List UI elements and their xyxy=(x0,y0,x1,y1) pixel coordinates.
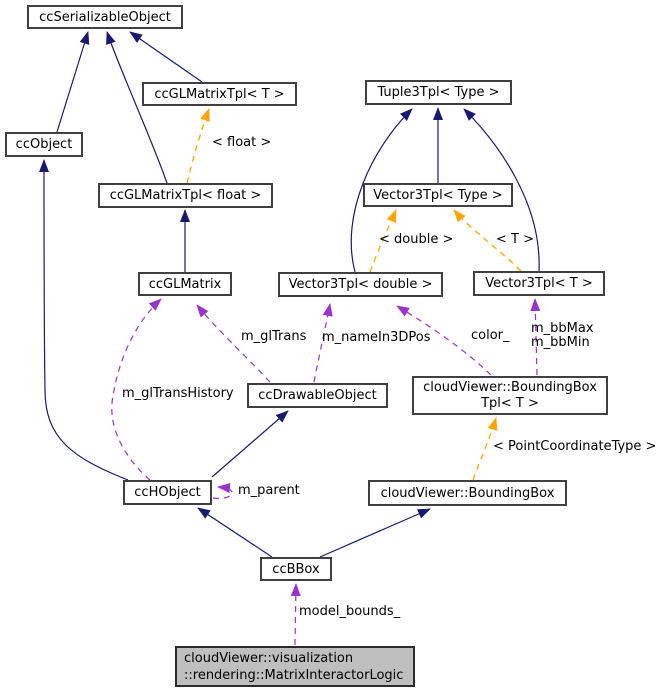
edge-inheritance-ccobject-to-ccserializableobject xyxy=(56,31,90,133)
class-node-tuple3tpl-type[interactable]: Tuple3Tpl< Type > xyxy=(365,80,512,105)
class-node-matrixinteractorlogic-focus: cloudViewer::visualization ::rendering::… xyxy=(175,646,415,687)
class-node-cloudviewer-boundingbox[interactable]: cloudViewer::BoundingBox xyxy=(368,480,567,506)
class-node-ccglmatrixtpl-float[interactable]: ccGLMatrixTpl< float > xyxy=(98,183,273,208)
class-node-label: ccGLMatrixTpl< T > xyxy=(154,86,285,102)
class-node-ccobject[interactable]: ccObject xyxy=(5,132,83,157)
edge-inheritance-cchobject-to-ccobject xyxy=(39,159,129,481)
class-node-label: cloudViewer::BoundingBox xyxy=(380,485,555,501)
edge-label-m-parent: m_parent xyxy=(238,483,300,498)
class-node-label: ccBBox xyxy=(272,561,320,577)
class-node-label: Vector3Tpl< Type > xyxy=(373,187,503,203)
class-node-label: ccDrawableObject xyxy=(258,388,377,403)
edge-member-color-boundingboxtpl-to-vector3tpldouble xyxy=(396,305,492,376)
class-node-vector3tpl-double[interactable]: Vector3Tpl< double > xyxy=(278,272,443,297)
class-node-label-line1: cloudViewer::BoundingBox xyxy=(423,379,597,395)
edge-inheritance-vector3tplt-to-tuple3tpltype xyxy=(463,108,540,272)
class-node-ccglmatrixtpl-t[interactable]: ccGLMatrixTpl< T > xyxy=(142,82,297,106)
class-node-label-line1: cloudViewer::visualization xyxy=(184,650,354,666)
class-node-ccserializableobject[interactable]: ccSerializableObject xyxy=(27,5,183,29)
class-node-label: Vector3Tpl< double > xyxy=(288,277,433,292)
class-node-label: Vector3Tpl< T > xyxy=(485,276,593,291)
class-node-ccdrawableobject[interactable]: ccDrawableObject xyxy=(247,383,388,408)
edge-template-cloudviewerboundingbox-to-boundingboxtpl xyxy=(472,417,498,481)
edge-inheritance-ccbbox-to-cchobject xyxy=(197,507,273,558)
class-node-label: ccSerializableObject xyxy=(39,9,171,25)
class-node-label: ccHObject xyxy=(134,485,201,500)
edge-label-m-gltranshistory: m_glTransHistory xyxy=(122,386,234,401)
edge-member-mparent-cchobject-self-loop xyxy=(212,483,233,500)
class-node-vector3tpl-t[interactable]: Vector3Tpl< T > xyxy=(473,271,605,296)
edge-template-vector3tplt-to-vector3tpltype xyxy=(453,209,522,272)
edge-label-pointcoordinatetype-instance: < PointCoordinateType > xyxy=(493,439,657,454)
edge-label-m-bbmax: m_bbMax xyxy=(531,321,594,336)
class-node-label-line2: Tpl< T > xyxy=(481,395,539,411)
class-node-label: Tuple3Tpl< Type > xyxy=(377,85,500,100)
edge-template-ccglmatrixtplfloat-to-ccglmatrixtplt xyxy=(186,108,210,184)
class-node-label: ccGLMatrixTpl< float > xyxy=(109,188,262,203)
edge-member-mbbmax-mbbmin-boundingboxtpl-to-vector3tplt xyxy=(530,298,541,376)
edge-member-modelbounds-matrixinteractorlogic-to-ccbbox xyxy=(290,583,301,646)
edge-label-t-instance: < T > xyxy=(496,232,534,247)
edge-label-model-bounds: model_bounds_ xyxy=(299,604,401,619)
class-node-label-line2: ::rendering::MatrixInteractorLogic xyxy=(184,667,404,683)
class-node-vector3tpl-type[interactable]: Vector3Tpl< Type > xyxy=(363,183,513,207)
edge-inheritance-vector3tpldouble-to-tuple3tpltype xyxy=(350,108,413,273)
edge-inheritance-cchobject-to-ccdrawableobject xyxy=(211,410,289,478)
class-node-ccbbox[interactable]: ccBBox xyxy=(260,557,332,581)
edge-label-m-bbmin: m_bbMin xyxy=(531,335,590,350)
edge-label-m-namein3dpos: m_nameIn3DPos xyxy=(322,330,431,345)
class-node-cchobject[interactable]: ccHObject xyxy=(123,480,212,505)
edge-inheritance-ccglmatrixtplfloat-to-ccserializableobject xyxy=(106,31,168,184)
edge-member-mgltranshistory-cchobject-to-ccglmatrix xyxy=(111,298,162,481)
edge-label-double-instance: < double > xyxy=(379,232,454,247)
edge-inheritance-ccglmatrixtplt-to-ccserializableobject xyxy=(129,31,203,83)
edge-inheritance-ccbbox-to-cloudviewerboundingbox xyxy=(319,508,431,558)
edge-label-float-instance: < float > xyxy=(212,135,272,150)
edge-template-vector3tpldouble-to-vector3tpltype xyxy=(369,209,397,273)
class-node-label: ccGLMatrix xyxy=(148,276,222,292)
class-node-cloudviewer-boundingboxtpl-t[interactable]: cloudViewer::BoundingBox Tpl< T > xyxy=(412,376,608,415)
class-node-label: ccObject xyxy=(15,137,73,152)
edge-label-color: color_ xyxy=(471,328,510,343)
edge-label-m-gltrans: m_glTrans xyxy=(241,329,307,344)
class-node-ccglmatrix[interactable]: ccGLMatrix xyxy=(138,272,232,296)
